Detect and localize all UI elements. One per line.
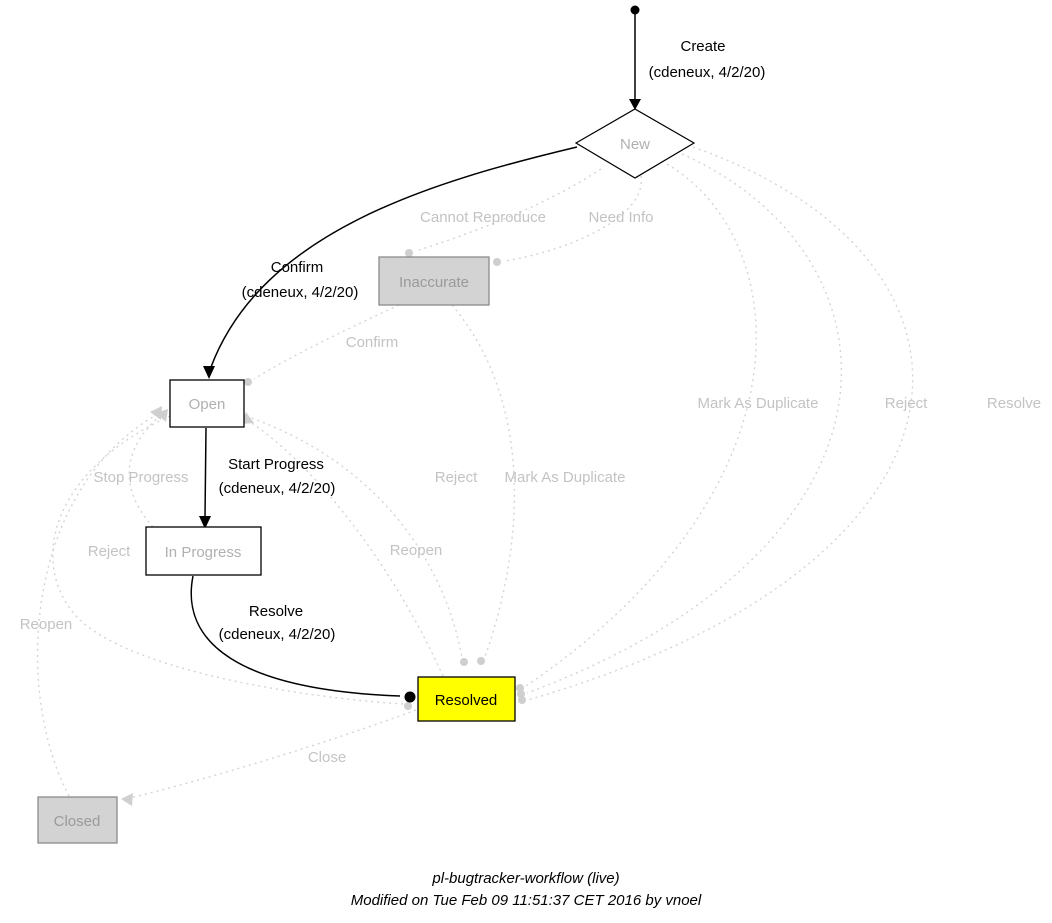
node-inaccurate-label: Inaccurate <box>399 274 469 291</box>
edge-label-stop-progress: Stop Progress <box>93 469 188 486</box>
edge-reject-right <box>526 153 843 694</box>
edge-end-dot <box>460 658 468 666</box>
node-in-progress-label: In Progress <box>165 544 242 561</box>
edge-label-reopen-mid: Reopen <box>390 542 443 559</box>
edge-label-create: Create <box>680 38 725 55</box>
edge-label-mark-as-duplicate-right: Mark As Duplicate <box>698 395 819 412</box>
edge-end-dot-resolve <box>404 691 416 703</box>
node-new-label: New <box>620 136 650 153</box>
node-in-progress <box>145 526 262 576</box>
start-node <box>630 5 640 15</box>
edge-label-resolve-right: Resolve <box>987 395 1041 412</box>
edge-mark-as-duplicate-mid <box>451 304 516 663</box>
edge-label-mark-as-duplicate-mid: Mark As Duplicate <box>505 469 626 486</box>
edge-reopen-left <box>36 414 157 797</box>
edge-label-create-meta: (cdeneux, 4/2/20) <box>649 64 766 81</box>
diagram-caption: pl-bugtracker-workflow (live) Modified o… <box>0 868 1052 912</box>
edge-arrowhead <box>121 793 133 806</box>
edge-label-cannot-reproduce: Cannot Reproduce <box>420 209 546 226</box>
node-closed-label: Closed <box>54 813 101 830</box>
edge-label-close: Close <box>308 749 346 766</box>
edge-arrowhead-confirm <box>203 366 215 379</box>
node-inaccurate <box>378 256 490 306</box>
edge-end-dot <box>405 249 413 257</box>
node-new <box>574 108 696 179</box>
edge-label-start-progress-meta: (cdeneux, 4/2/20) <box>219 480 336 497</box>
edge-label-need-info: Need Info <box>588 209 653 226</box>
edge-label-confirm-done: Confirm <box>271 259 324 276</box>
edge-resolve-done <box>190 575 401 697</box>
edge-label-resolve-done-meta: (cdeneux, 4/2/20) <box>219 626 336 643</box>
edge-start-progress-done <box>204 427 207 518</box>
node-resolved <box>417 676 516 722</box>
edge-arrowhead <box>150 406 162 420</box>
edge-end-dot <box>477 657 485 665</box>
edge-end-dot <box>404 702 412 710</box>
edge-label-reject-mid: Reject <box>435 469 478 486</box>
edge-label-start-progress: Start Progress <box>228 456 324 473</box>
edge-end-dot <box>516 684 524 692</box>
edge-reject-left <box>52 415 404 705</box>
node-open <box>169 379 245 428</box>
edge-arrowhead-create <box>629 99 641 110</box>
edge-end-dot <box>517 690 525 698</box>
node-resolved-label: Resolved <box>435 692 498 709</box>
edge-resolve-right <box>527 146 914 701</box>
edge-end-dot <box>518 696 526 704</box>
edge-arrowhead-start-progress <box>199 516 211 529</box>
edge-label-confirm-done-meta: (cdeneux, 4/2/20) <box>242 284 359 301</box>
edge-label-reject-right: Reject <box>885 395 928 412</box>
edge-label-reject-left: Reject <box>88 543 131 560</box>
edge-cannot-reproduce <box>415 168 602 252</box>
caption-title: pl-bugtracker-workflow (live) <box>432 870 620 887</box>
edge-label-reopen-left: Reopen <box>20 616 73 633</box>
edge-confirm-done <box>210 146 578 368</box>
edge-label-resolve-done: Resolve <box>249 603 303 620</box>
edge-mark-as-duplicate-right <box>525 163 757 687</box>
edge-end-dot <box>493 258 501 266</box>
node-open-label: Open <box>189 396 226 413</box>
edge-close <box>129 709 417 799</box>
edge-end-dot <box>244 378 252 386</box>
node-closed <box>37 796 118 844</box>
caption-modified: Modified on Tue Feb 09 11:51:37 CET 2016… <box>350 892 702 909</box>
edge-label-confirm: Confirm <box>346 334 399 351</box>
